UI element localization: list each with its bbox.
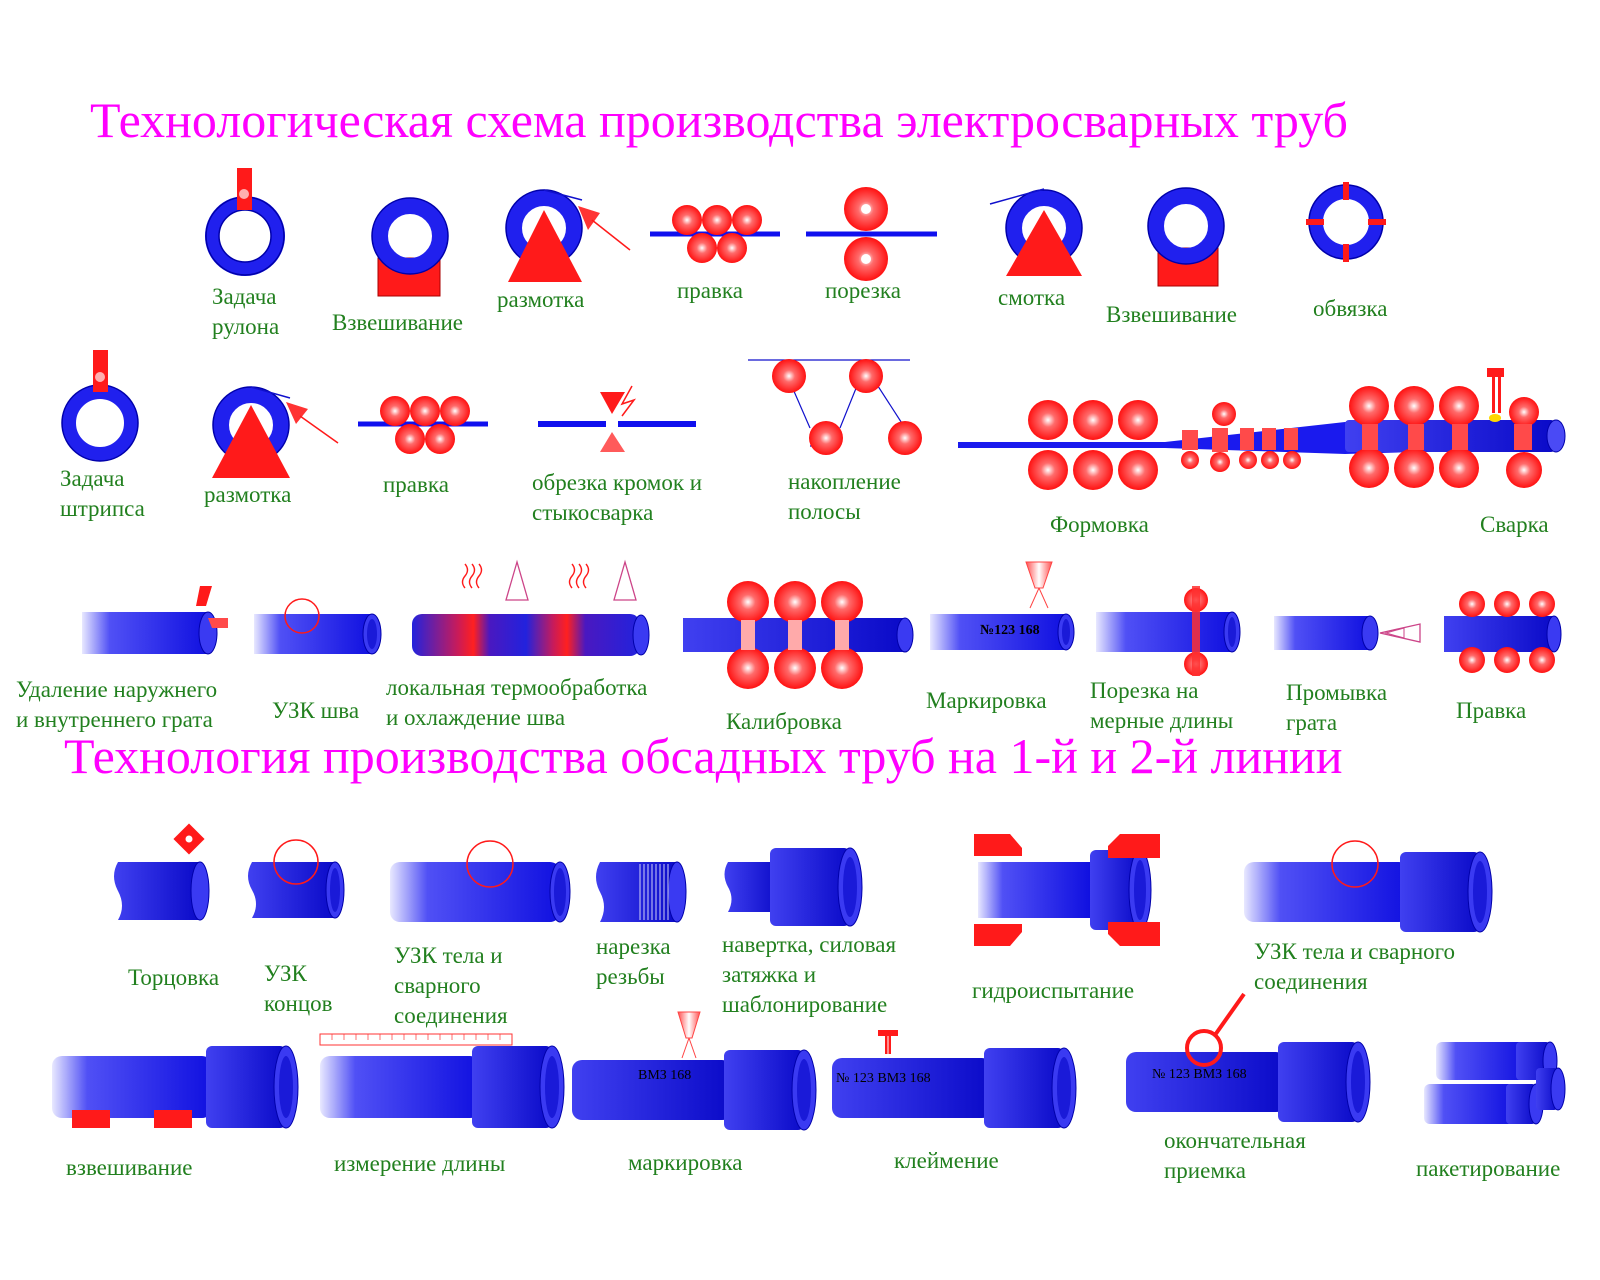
label-body-ut-1a: УЗК тела и	[394, 943, 503, 968]
flying-saw-icon	[1096, 586, 1241, 676]
label-length-measure: измерение длины	[334, 1151, 505, 1176]
casing-title: Технология производства обсадных труб на…	[64, 728, 1343, 784]
label-body-ut-1c: соединения	[394, 1003, 508, 1028]
label-strip-feed-1: Задача	[60, 466, 125, 491]
label-weighing-2: Взвешивание	[1106, 302, 1237, 327]
body-ut-pipe-icon-2	[1244, 840, 1493, 933]
label-flushing-1: Промывка	[1286, 680, 1387, 705]
seam-ut-pipe-icon	[254, 598, 382, 655]
facing-pipe-icon	[114, 823, 210, 921]
coiler-icon	[989, 188, 1083, 276]
label-ends-ut-1: УЗК	[264, 961, 308, 986]
label-strapping: обвязка	[1313, 296, 1387, 321]
main-title: Технологическая схема производства элект…	[90, 92, 1348, 148]
label-bundling: пакетирование	[1416, 1156, 1560, 1181]
label-marking-1: Маркировка	[926, 688, 1047, 713]
label-facing: Торцовка	[128, 965, 219, 990]
label-edge-trim-2: стыкосварка	[532, 500, 653, 525]
deburring-pipe-icon	[82, 586, 228, 655]
label-heat-treatment-2: и охлаждение шва	[386, 705, 565, 730]
label-body-ut-2a: УЗК тела и сварного	[1254, 939, 1455, 964]
uncoiler-icon	[505, 189, 631, 282]
coil-scale-icon	[371, 197, 449, 297]
label-threading-1: нарезка	[596, 934, 671, 959]
label-cut-length-2: мерные длины	[1090, 708, 1233, 733]
label-stamping: клеймение	[894, 1148, 999, 1173]
ends-ut-pipe-icon	[248, 839, 345, 919]
marking-pipe-icon-2	[572, 1011, 817, 1131]
length-gauge-pipe-icon	[319, 1033, 565, 1129]
label-flushing-2: грата	[1286, 710, 1337, 735]
coupling-pipe-icon	[724, 847, 863, 927]
coil-scale-icon-2	[1147, 187, 1225, 287]
label-forming: Формовка	[1050, 512, 1149, 537]
label-coupling-3: шаблонирование	[722, 992, 887, 1017]
marking-pipe-icon	[930, 561, 1075, 651]
pipe-bundle-icon	[1424, 1041, 1566, 1125]
label-ends-ut-2: концов	[264, 991, 333, 1016]
label-marking-2: маркировка	[628, 1150, 742, 1175]
shear-icon	[806, 187, 937, 281]
stamping-pipe-icon	[832, 1030, 1077, 1129]
sizing-mill-icon	[683, 581, 914, 689]
threaded-pipe-icon	[596, 861, 687, 923]
label-sizing: Калибровка	[726, 709, 842, 734]
pipe-mark-1: №123 168	[980, 623, 1040, 638]
strapped-coil-icon	[1306, 182, 1386, 262]
label-straightening-3: Правка	[1456, 698, 1526, 723]
weighing-pipe-icon	[52, 1045, 299, 1129]
label-winding: смотка	[998, 285, 1065, 310]
pipe-mark-2: ВМЗ 168	[638, 1068, 691, 1083]
label-straightening-2: правка	[383, 472, 449, 497]
heat-treatment-pipe-icon	[412, 559, 650, 656]
label-seam-ut: УЗК шва	[272, 698, 359, 723]
label-cutting: порезка	[825, 278, 901, 303]
label-unwinding-2: размотка	[204, 482, 291, 507]
uncoiler-icon-2	[212, 386, 339, 478]
final-inspection-pipe-icon	[1126, 992, 1371, 1123]
label-coupling-2: затяжка и	[722, 962, 816, 987]
label-edge-trim-1: обрезка кромок и	[532, 470, 702, 495]
label-cut-length-1: Порезка на	[1090, 678, 1199, 703]
label-accumulation-1: накопление	[788, 469, 901, 494]
pipe-mark-stamp: № 123 ВМЗ 168	[836, 1071, 931, 1086]
leveler-icon	[650, 205, 780, 263]
label-heat-treatment-1: локальная термообработка	[386, 675, 647, 700]
body-ut-pipe-icon	[390, 840, 571, 923]
strip-feed-icon	[61, 350, 139, 462]
flushing-pipe-icon	[1274, 615, 1421, 651]
label-straightening-1: правка	[677, 278, 743, 303]
label-coil-feed-2: рулона	[212, 314, 279, 339]
label-welding: Сварка	[1480, 512, 1549, 537]
label-unwinding-1: размотка	[497, 287, 584, 312]
label-burr-removal-1: Удаление наружнего	[16, 677, 217, 702]
label-body-ut-2b: соединения	[1254, 969, 1368, 994]
pipe-mark-final: № 123 ВМЗ 168	[1152, 1067, 1247, 1082]
label-accumulation-2: полосы	[788, 499, 861, 524]
label-weighing-1: Взвешивание	[332, 310, 463, 335]
weld-stand-icon	[1349, 368, 1542, 488]
coil-feed-icon	[205, 168, 285, 276]
pipe-straightener-icon	[1444, 591, 1562, 673]
label-threading-2: резьбы	[596, 964, 665, 989]
label-hydrotest: гидроиспытание	[972, 978, 1134, 1003]
label-burr-removal-2: и внутреннего грата	[16, 707, 213, 732]
label-strip-feed-2: штрипса	[60, 496, 145, 521]
label-weighing-3: взвешивание	[66, 1155, 193, 1180]
label-final-1: окончательная	[1164, 1128, 1306, 1153]
label-body-ut-1b: сварного	[394, 973, 481, 998]
hydrotest-pipe-icon	[974, 834, 1160, 946]
leveler-icon-2	[358, 396, 488, 454]
label-coupling-1: навертка, силовая	[722, 932, 896, 957]
strip-accumulator-icon	[748, 359, 922, 455]
label-coil-feed-1: Задача	[212, 284, 277, 309]
label-final-2: приемка	[1164, 1158, 1246, 1183]
butt-welder-icon	[538, 385, 696, 452]
